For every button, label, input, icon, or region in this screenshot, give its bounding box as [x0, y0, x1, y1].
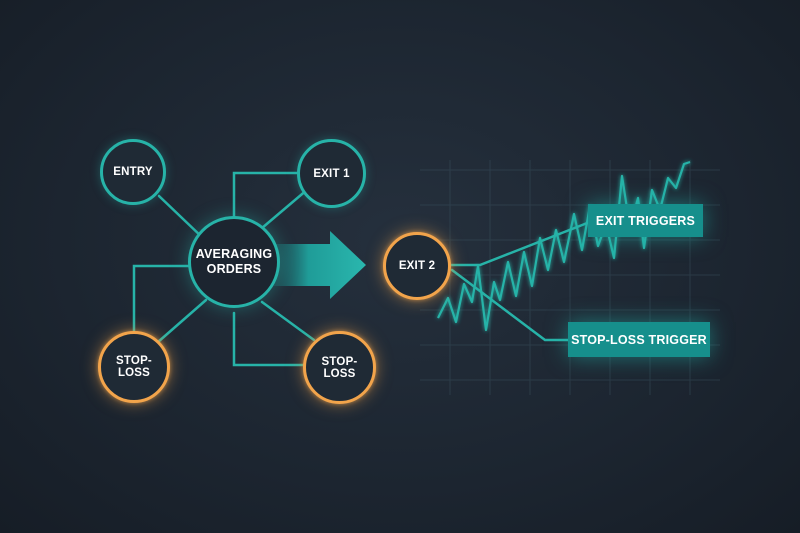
- entry-node: ENTRY: [100, 139, 166, 205]
- exit-triggers-text: EXIT TRIGGERS: [595, 213, 696, 228]
- exit1-node: EXIT 1: [297, 139, 366, 208]
- flow-arrow: [270, 231, 366, 299]
- exit2-node: EXIT 2: [383, 232, 451, 300]
- averaging-label-line1: AVERAGING: [195, 247, 273, 261]
- stop-loss-trigger-label: STOP-LOSS TRIGGER: [568, 322, 710, 357]
- stop-loss-right-label: STOP-LOSS: [321, 355, 358, 380]
- stop-loss-left-label: STOP-LOSS: [116, 355, 152, 379]
- averaging-label-line2: ORDERS: [206, 262, 262, 276]
- stop-loss-right-node: STOP-LOSS: [303, 331, 376, 404]
- stop-loss-left-node: STOP-LOSS: [98, 331, 170, 403]
- exit-triggers-label: EXIT TRIGGERS: [588, 204, 703, 237]
- entry-label: ENTRY: [113, 166, 153, 178]
- exit1-label: EXIT 1: [313, 167, 350, 180]
- chart-grid: [420, 160, 720, 395]
- price-line: [437, 160, 691, 332]
- exit2-label: EXIT 2: [398, 260, 436, 272]
- stop-loss-trigger-text: STOP-LOSS TRIGGER: [571, 332, 707, 347]
- averaging-orders-node: AVERAGING ORDERS: [188, 216, 280, 308]
